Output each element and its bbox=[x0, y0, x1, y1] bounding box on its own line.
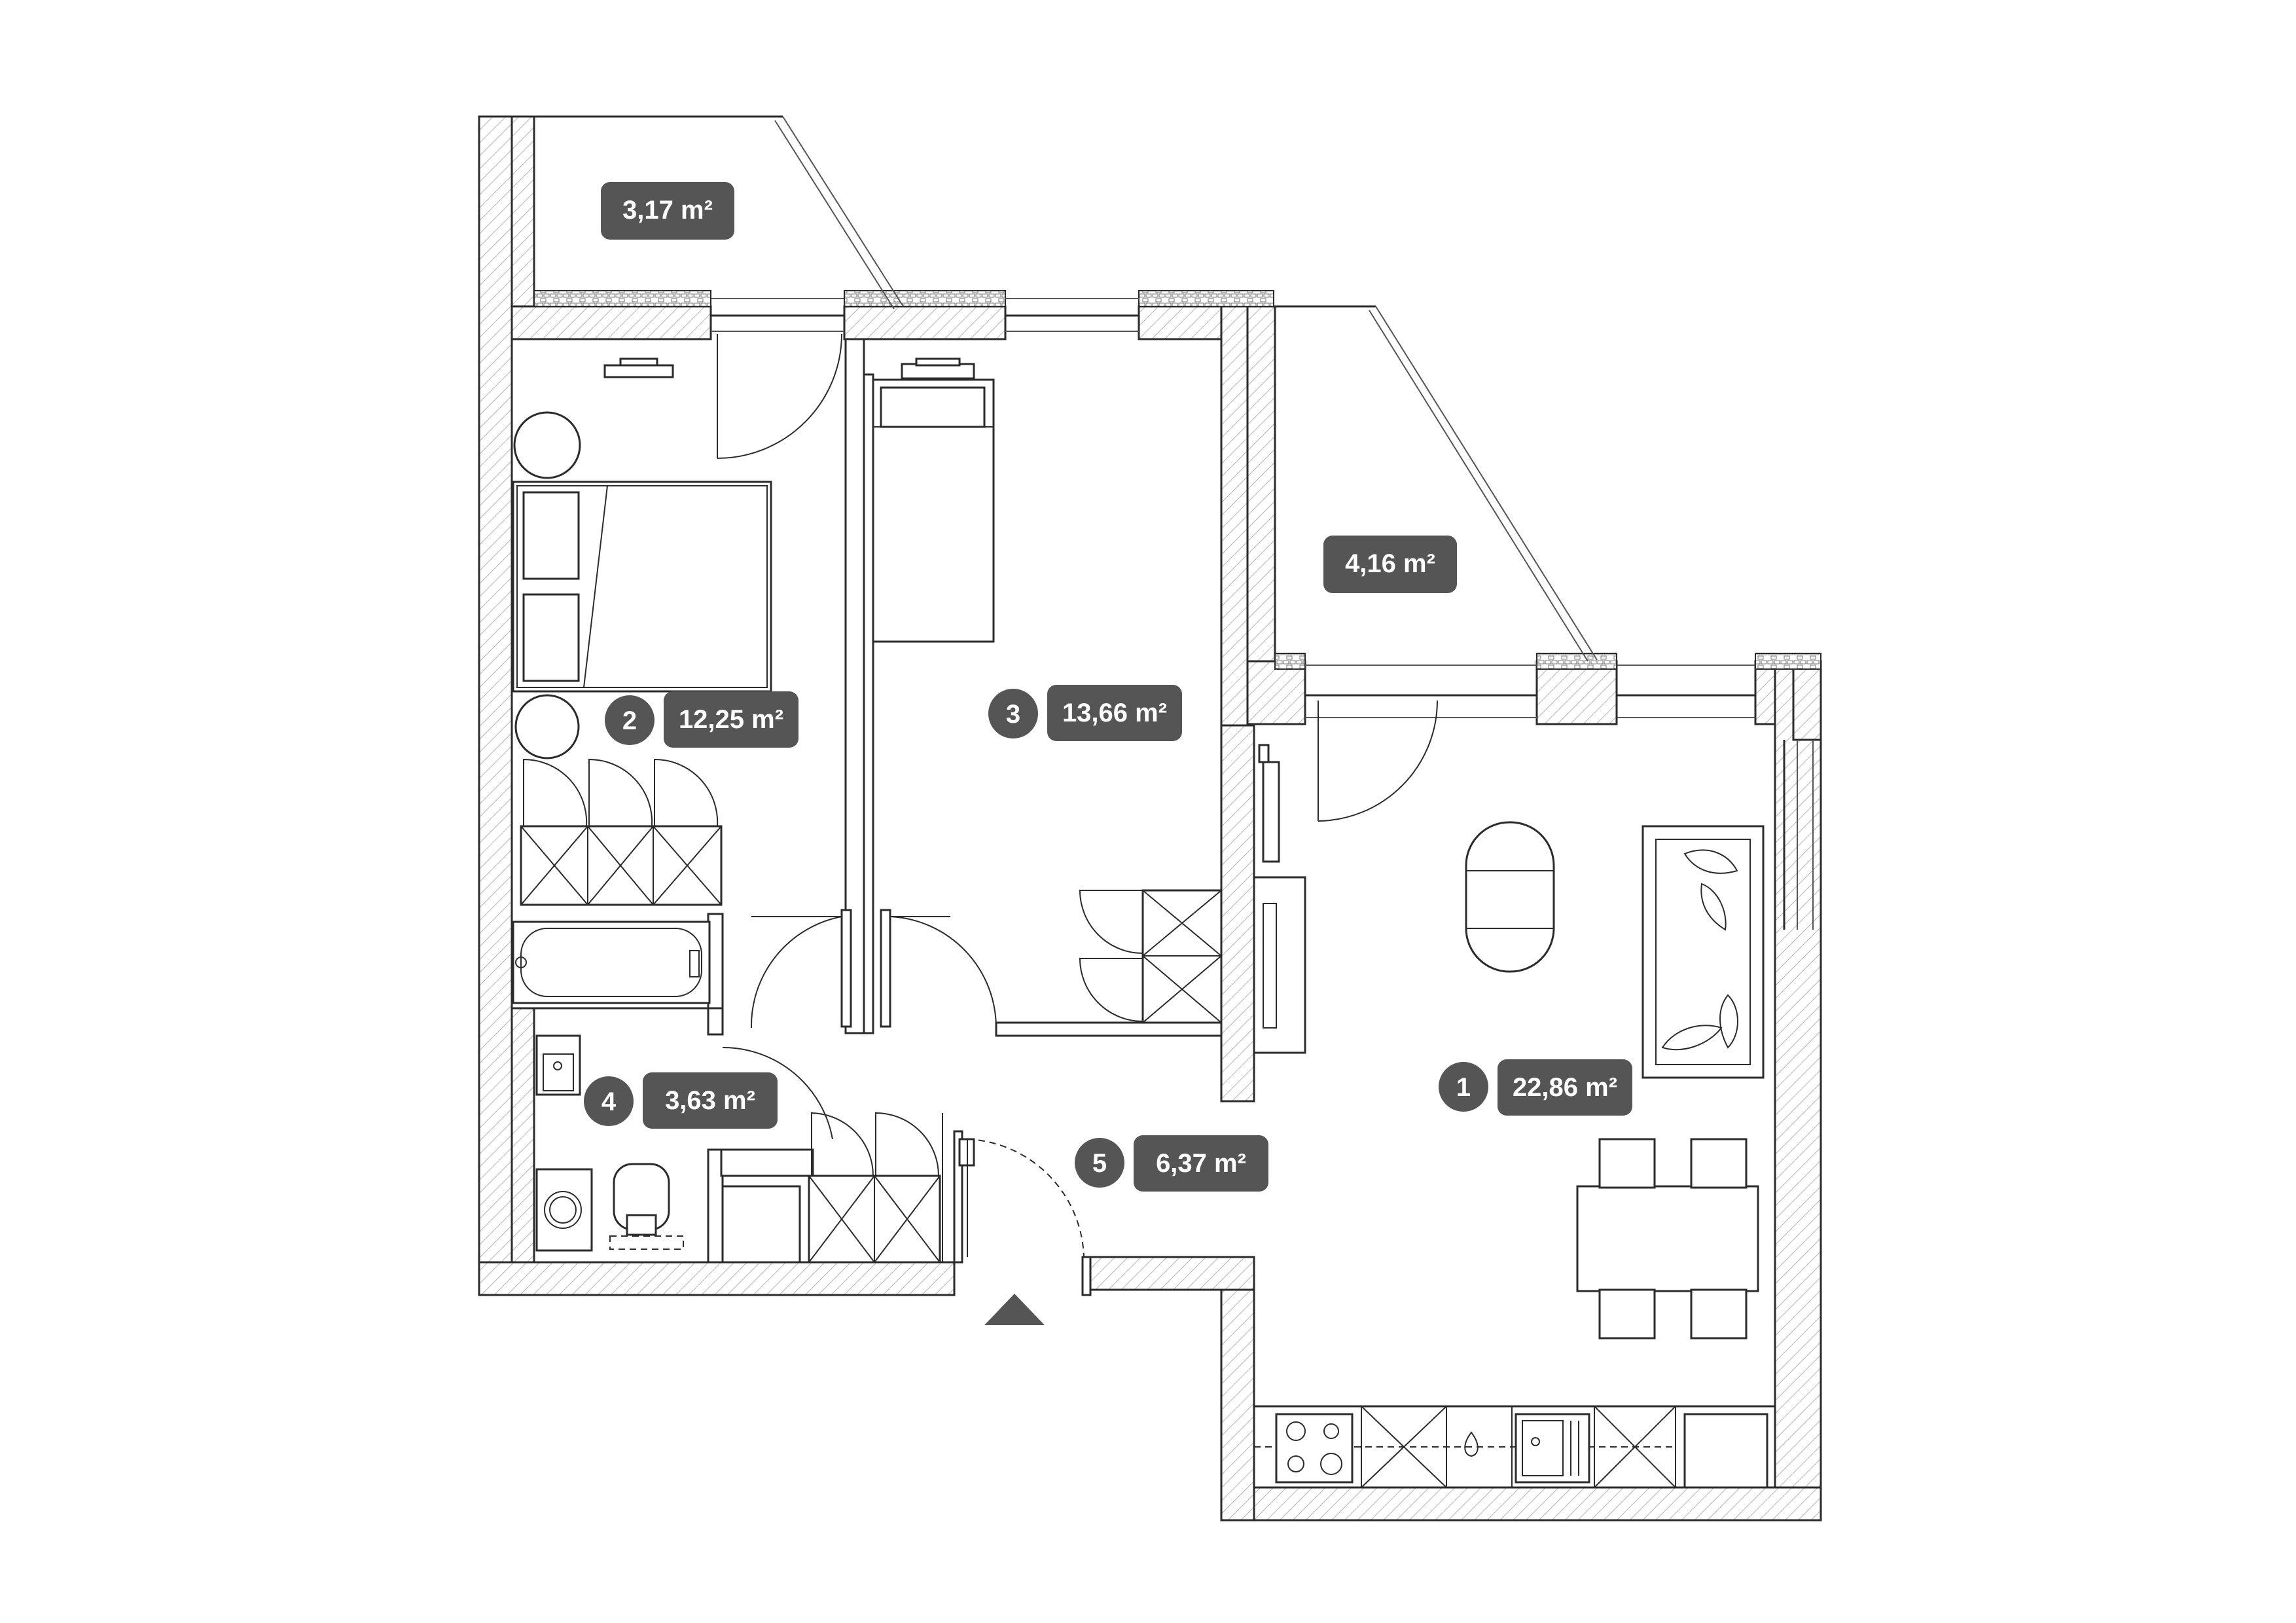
balcony-2-area: 4,16 m² bbox=[1345, 549, 1435, 578]
stove-icon bbox=[1275, 1413, 1354, 1484]
room-5-number: 5 bbox=[1092, 1149, 1107, 1178]
balcony-railings bbox=[533, 290, 1821, 670]
washing-machine-icon bbox=[535, 1168, 593, 1252]
room-1-number: 1 bbox=[1456, 1073, 1471, 1102]
dining-table-icon bbox=[1576, 1138, 1759, 1340]
room-4-number: 4 bbox=[601, 1087, 617, 1116]
room-5-badge: 5 6,37 m² bbox=[1075, 1135, 1268, 1192]
room-3-badge: 3 13,66 m² bbox=[988, 685, 1182, 741]
room-2-furniture bbox=[512, 357, 772, 906]
room-2-area: 12,25 m² bbox=[679, 705, 783, 734]
bathtub-icon bbox=[512, 921, 711, 1004]
balcony-1-outline bbox=[479, 115, 904, 310]
room-1-badge: 1 22,86 m² bbox=[1439, 1059, 1632, 1116]
balcony-2-outline bbox=[1275, 305, 1598, 662]
room-2-badge: 2 12,25 m² bbox=[605, 691, 798, 748]
room-2-number: 2 bbox=[622, 706, 637, 735]
room-4-area: 3,63 m² bbox=[665, 1086, 755, 1115]
kitchen-sink-icon bbox=[1515, 1413, 1590, 1484]
coffee-table-icon bbox=[1465, 821, 1555, 973]
room-1-area: 22,86 m² bbox=[1513, 1073, 1617, 1102]
balcony-2-badge: 4,16 m² bbox=[1323, 536, 1457, 593]
hall-furniture bbox=[721, 1112, 943, 1264]
windows bbox=[711, 298, 1814, 930]
room-3-furniture bbox=[872, 357, 1223, 1024]
room-4-badge: 4 3,63 m² bbox=[584, 1072, 778, 1129]
bathroom-furniture bbox=[512, 921, 711, 1252]
toilet-icon bbox=[609, 1163, 684, 1250]
sink-icon bbox=[535, 1034, 581, 1096]
room-5-area: 6,37 m² bbox=[1156, 1149, 1246, 1178]
sofa-icon bbox=[1641, 825, 1765, 1079]
balcony-1-area: 3,17 m² bbox=[622, 196, 713, 225]
living-furniture bbox=[1253, 744, 1776, 1489]
water-drop-icon bbox=[1464, 1431, 1479, 1457]
balcony-1-badge: 3,17 m² bbox=[601, 182, 734, 240]
doors bbox=[717, 333, 1438, 1258]
double-bed-icon bbox=[512, 481, 772, 693]
single-bed-icon bbox=[872, 378, 995, 643]
room-3-number: 3 bbox=[1006, 700, 1020, 729]
room-3-area: 13,66 m² bbox=[1062, 699, 1167, 727]
entrance-arrow-icon bbox=[984, 1294, 1045, 1325]
